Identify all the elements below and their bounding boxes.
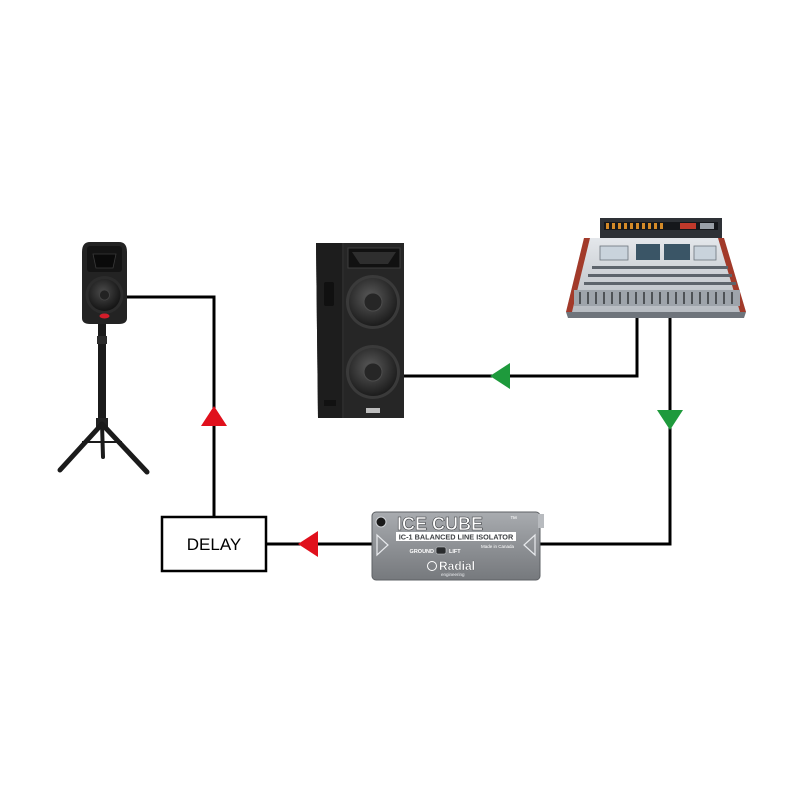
ice-cube-origin: Made in Canada [481, 544, 515, 549]
switch-label-lift: LIFT [449, 549, 461, 555]
arrow-up-red-icon [201, 406, 227, 426]
delay-box: DELAY [160, 515, 268, 573]
radial-brand-sub: engineering [441, 572, 465, 577]
ice-cube-trademark: ™ [510, 516, 517, 523]
arrow-left-green-icon [490, 363, 510, 389]
signal-wires [127, 295, 672, 546]
arrow-down-green-icon [657, 410, 683, 430]
mixing-console-icon [566, 218, 746, 318]
switch-label-ground: GROUND [410, 549, 434, 555]
floor-speaker-icon [316, 243, 404, 418]
arrow-left-red-icon [298, 531, 318, 557]
ice-cube-subtitle: IC-1 BALANCED LINE ISOLATOR [399, 533, 514, 542]
delay-label: DELAY [187, 535, 242, 554]
ground-lift-switch[interactable] [435, 546, 447, 555]
line-isolator-icon: ICE CUBE ™ IC-1 BALANCED LINE ISOLATOR M… [371, 511, 544, 581]
flow-arrows [201, 363, 683, 557]
radial-brand: Radial [439, 559, 475, 573]
speaker-on-stand-icon [57, 242, 150, 475]
wire-delay-to-stand-speaker [127, 295, 216, 518]
ice-cube-title: ICE CUBE [397, 514, 483, 534]
wire-console-to-main-speaker [403, 314, 639, 378]
wire-console-to-ice-cube [540, 314, 672, 546]
